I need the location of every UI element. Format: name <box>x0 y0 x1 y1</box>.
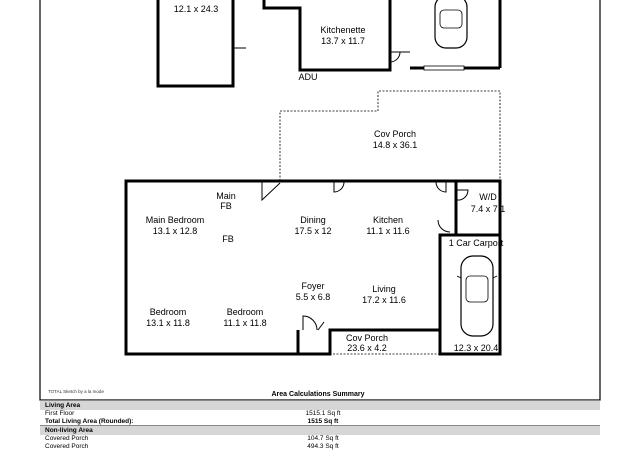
carport-dim: 12.3 x 20.4 <box>454 343 499 353</box>
dining-label: Dining <box>300 215 326 225</box>
dining-door <box>333 181 345 193</box>
cov-porch-bottom-label: Cov Porch <box>346 333 388 343</box>
main-bedroom-label: Main Bedroom <box>146 215 205 225</box>
area-summary-table: Living Area First Floor 1515.1 Sq ft Tot… <box>40 400 600 450</box>
adu-window <box>423 65 465 71</box>
kitchen-dim: 11.1 x 11.6 <box>366 226 409 236</box>
kitchen-door <box>435 181 447 193</box>
summary-title: Area Calculations Summary <box>272 391 365 398</box>
bedroom1-dim: 13.1 x 11.8 <box>146 318 190 328</box>
summary-row-total: Total Living Area (Rounded): 1515 Sq ft <box>40 418 600 426</box>
main-fb-label-2: FB <box>220 201 232 211</box>
row-value: 1515.1 Sq ft <box>305 410 341 417</box>
foyer-dim: 5.5 x 6.8 <box>296 292 331 302</box>
cov-porch-top-label: Cov Porch <box>374 129 416 139</box>
page-frame <box>39 0 601 401</box>
main-fb-door <box>261 181 281 202</box>
wd-label: W/D <box>479 192 497 202</box>
kitchenette-label: Kitchenette <box>320 25 365 35</box>
non-living-area-heading: Non-living Area <box>40 425 600 435</box>
foyer-door-2 <box>317 321 325 331</box>
row-label: Total Living Area (Rounded): <box>45 417 134 425</box>
row-value: 1515 Sq ft <box>307 417 339 425</box>
bedroom1-label: Bedroom <box>150 307 187 317</box>
row-value: 104.7 Sq ft <box>307 435 339 442</box>
bedroom2-dim: 11.1 x 11.8 <box>223 318 266 328</box>
living-label: Living <box>372 284 396 294</box>
living-area-heading: Living Area <box>40 400 600 410</box>
main-bedroom-dim: 13.1 x 12.8 <box>153 226 198 236</box>
summary-row: Covered Porch 104.7 Sq ft <box>40 435 600 443</box>
row-value: 494.3 Sq ft <box>307 442 339 450</box>
wd-dim: 7.4 x 7.1 <box>471 204 506 214</box>
carport-door <box>437 219 451 233</box>
kitchen-label: Kitchen <box>373 215 403 225</box>
cov-porch-bottom-dim: 23.6 x 4.2 <box>347 343 387 353</box>
foyer-door <box>302 315 318 331</box>
kitchenette-dim: 13.7 x 11.7 <box>321 36 365 46</box>
row-label: Covered Porch <box>45 442 89 450</box>
carport-label: 1 Car Carport <box>449 238 504 248</box>
main-fb-label: Main <box>216 191 236 201</box>
footer-note: TOTAL Sketch by a la mode <box>48 389 104 394</box>
main-house-outline <box>124 179 502 356</box>
foyer-label: Foyer <box>301 281 324 291</box>
carport-outline <box>438 233 502 356</box>
carport-car-icon <box>456 255 498 337</box>
summary-row: First Floor 1515.1 Sq ft <box>40 410 600 418</box>
summary-row: Covered Porch 494.3 Sq ft <box>40 443 600 451</box>
adu-label: ADU <box>298 72 317 82</box>
living-dim: 17.2 x 11.6 <box>362 295 406 305</box>
fb-label: FB <box>222 234 234 244</box>
row-label: Covered Porch <box>45 435 89 442</box>
adu-door <box>389 51 410 63</box>
wd-door <box>456 189 469 201</box>
adu-outline <box>262 0 392 72</box>
top-car-icon <box>434 0 468 49</box>
dining-dim: 17.5 x 12 <box>294 226 331 236</box>
row-label: First Floor <box>45 410 75 417</box>
cov-porch-top-dim: 14.8 x 36.1 <box>373 140 418 150</box>
top-room-dim: 12.1 x 24.3 <box>174 4 219 14</box>
top-room-outline <box>156 0 235 88</box>
bedroom2-label: Bedroom <box>227 307 264 317</box>
